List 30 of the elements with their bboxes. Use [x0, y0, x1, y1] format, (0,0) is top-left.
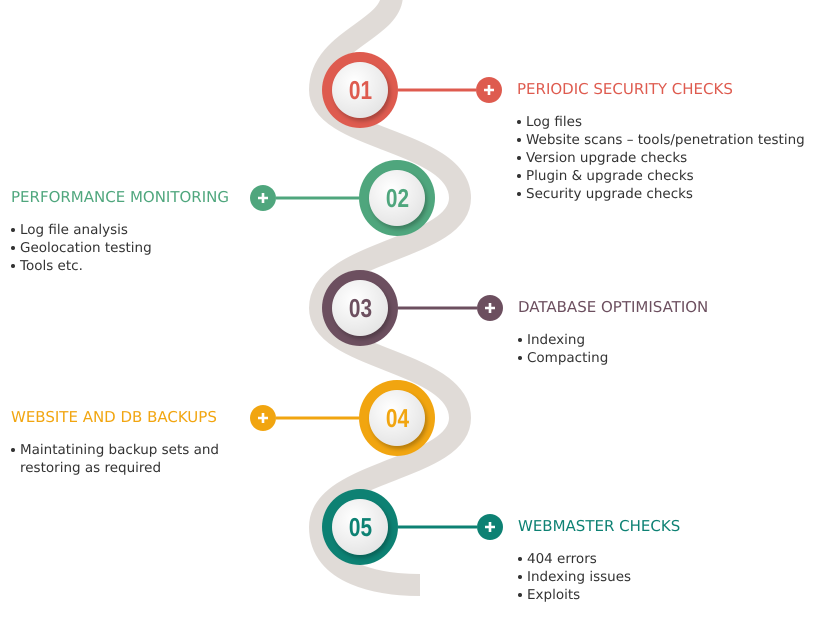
bullet-item: Website scans – tools/penetration testing	[526, 131, 806, 149]
bullet-item: Security upgrade checks	[526, 185, 694, 203]
bullet-item: Indexing	[527, 331, 586, 349]
connector-line	[398, 306, 477, 310]
step-number: 04	[385, 402, 409, 434]
bullet-item: 404 errors	[527, 550, 598, 568]
connector-line	[276, 196, 359, 200]
bullet-item: Maintatining backup sets and restoring as required	[20, 441, 220, 477]
bullet-item: Log file analysis	[20, 221, 129, 239]
step-circle	[322, 270, 398, 346]
section-heading: WEBSITE AND DB BACKUPS	[11, 408, 217, 426]
step-number: 01	[348, 74, 372, 106]
step-number: 02	[385, 182, 409, 214]
bullet-item: Exploits	[527, 586, 582, 604]
bullet-item: Compacting	[527, 349, 610, 367]
connector-line	[276, 416, 359, 420]
step-number: 03	[348, 292, 372, 324]
section-heading: WEBMASTER CHECKS	[518, 517, 680, 535]
bullet-item: Tools etc.	[20, 257, 84, 275]
bullet-item: Geolocation testing	[20, 239, 153, 257]
bullet-item: Indexing issues	[527, 568, 632, 586]
section-heading: PERFORMANCE MONITORING	[11, 188, 229, 206]
connector-line	[398, 88, 476, 92]
bullet-item: Log files	[526, 113, 583, 131]
step-number: 05	[348, 512, 372, 542]
bullet-item: Plugin & upgrade checks	[526, 167, 695, 185]
connector-line	[398, 526, 477, 528]
section-heading: DATABASE OPTIMISATION	[518, 298, 708, 316]
section-heading: PERIODIC SECURITY CHECKS	[517, 80, 733, 98]
bullet-item: Version upgrade checks	[526, 149, 688, 167]
